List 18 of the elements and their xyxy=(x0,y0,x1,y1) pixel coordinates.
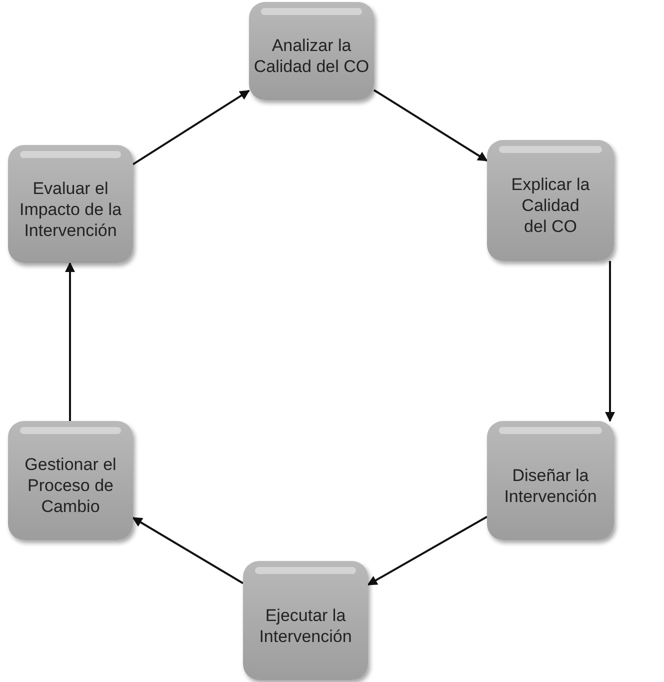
process-box xyxy=(8,145,133,263)
process-box xyxy=(249,2,374,100)
arrow xyxy=(65,262,75,421)
step-label: Diseñar la Intervención xyxy=(503,464,598,506)
step-label: Ejecutar la Intervención xyxy=(258,604,353,646)
arrow xyxy=(132,516,244,584)
arrow xyxy=(367,516,488,586)
arrow xyxy=(132,90,250,166)
step-label: Analizar la Calidad del CO xyxy=(252,35,370,77)
arrow xyxy=(605,261,615,422)
step-label: Gestionar el Proceso de Cambio xyxy=(24,454,118,517)
process-box xyxy=(8,421,133,540)
process-box xyxy=(487,421,614,540)
step-label: Explicar la Calidad del CO xyxy=(510,174,591,237)
step-label: Evaluar el Impacto de la Intervención xyxy=(18,178,123,240)
process-box xyxy=(243,561,368,680)
process-box xyxy=(487,140,614,261)
arrow xyxy=(373,89,488,162)
